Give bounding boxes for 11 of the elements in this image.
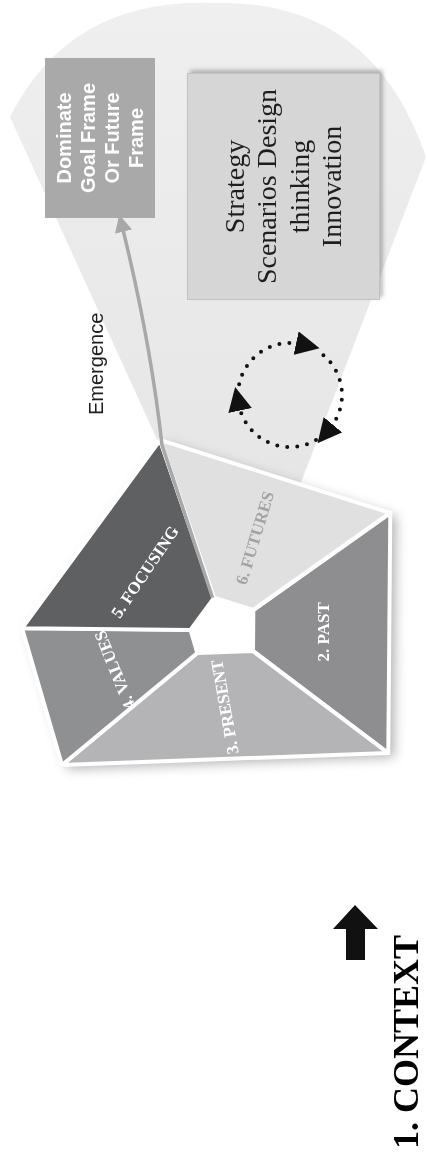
box-text: Dominate Goal Frame Or Future Frame xyxy=(52,82,148,196)
pentagon-segment xyxy=(22,440,214,630)
pentagon-segment xyxy=(22,628,198,765)
box-text: Strategy Scenarios Design thinking Innovation xyxy=(219,87,348,287)
edge-label: Emergence xyxy=(86,312,106,415)
context-label: 1. CONTEXT xyxy=(388,934,424,1149)
segment-label: 3. PRESENT xyxy=(208,658,242,756)
topics-box xyxy=(187,73,380,300)
hub-pentagon xyxy=(190,597,254,653)
goal-frame-box xyxy=(45,58,155,218)
segment-label: 2. PAST xyxy=(314,602,332,662)
